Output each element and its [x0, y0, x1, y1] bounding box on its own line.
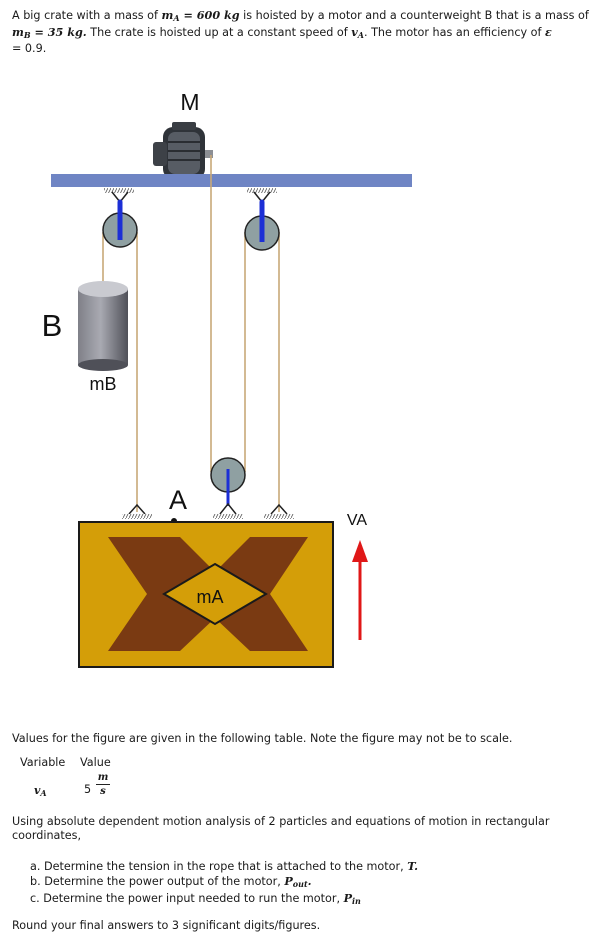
- instruction-text: Using absolute dependent motion analysis…: [12, 815, 550, 842]
- table-variable-vA: vA: [34, 784, 47, 798]
- counterweight-mass-label: mB: [90, 374, 117, 394]
- attachment-middle: [213, 514, 243, 519]
- attachment-left: [122, 503, 152, 519]
- table-value-number: 5: [84, 783, 92, 796]
- motor-icon: [153, 122, 213, 179]
- velocity-arrow: [352, 540, 368, 640]
- velocity-label: VA: [347, 512, 367, 529]
- support-hatch-left: [104, 188, 134, 193]
- intro-text-1: A big crate with a mass of: [12, 9, 162, 22]
- attachment-right: [264, 503, 294, 519]
- rounding-instruction: Round your final answers to 3 significan…: [12, 919, 321, 932]
- problem-statement: A big crate with a mass of mA = 600 kg i…: [12, 8, 590, 56]
- crate: [78, 521, 334, 668]
- support-hatch-right: [247, 188, 277, 193]
- motor-label: M: [180, 89, 199, 115]
- question-c: c. Determine the power input needed to r…: [30, 891, 361, 906]
- ropes: [102, 155, 280, 512]
- point-a-label: A: [169, 485, 187, 515]
- pulley-right: [244, 191, 280, 251]
- ceiling-beam: [51, 174, 412, 187]
- mass-a-value: = 600 kg: [179, 8, 240, 22]
- values-note: Values for the figure are given in the f…: [12, 732, 513, 745]
- intro-text-4: . The motor has an efficiency of: [363, 26, 545, 39]
- counterweight-cylinder: [78, 281, 128, 371]
- intro-text-3: The crate is hoisted up at a constant sp…: [86, 26, 352, 39]
- mass-b-value: = 35 kg.: [30, 25, 87, 39]
- efficiency-value: = 0.9.: [12, 42, 47, 55]
- table-value-unit: m s: [96, 772, 110, 797]
- mass-b-symbol: mB: [12, 25, 31, 40]
- question-b: b. Determine the power output of the mot…: [30, 874, 312, 889]
- table-header-variable: Variable: [20, 756, 66, 769]
- velocity-symbol: vA: [351, 25, 364, 40]
- pulley-system-figure: M B mB: [42, 89, 412, 668]
- efficiency-symbol: ε: [545, 25, 552, 39]
- crate-mass-label: mA: [197, 587, 224, 607]
- question-list: a. Determine the tension in the rope tha…: [30, 859, 418, 908]
- intro-text-2: is hoisted by a motor and a counterweigh…: [239, 9, 589, 22]
- question-a: a. Determine the tension in the rope tha…: [30, 859, 418, 873]
- counterweight-label: B: [42, 308, 63, 343]
- table-header-value: Value: [80, 756, 111, 769]
- pulley-left: [102, 191, 138, 248]
- pulley-middle: [210, 457, 246, 515]
- mass-a-symbol: mA: [161, 8, 180, 23]
